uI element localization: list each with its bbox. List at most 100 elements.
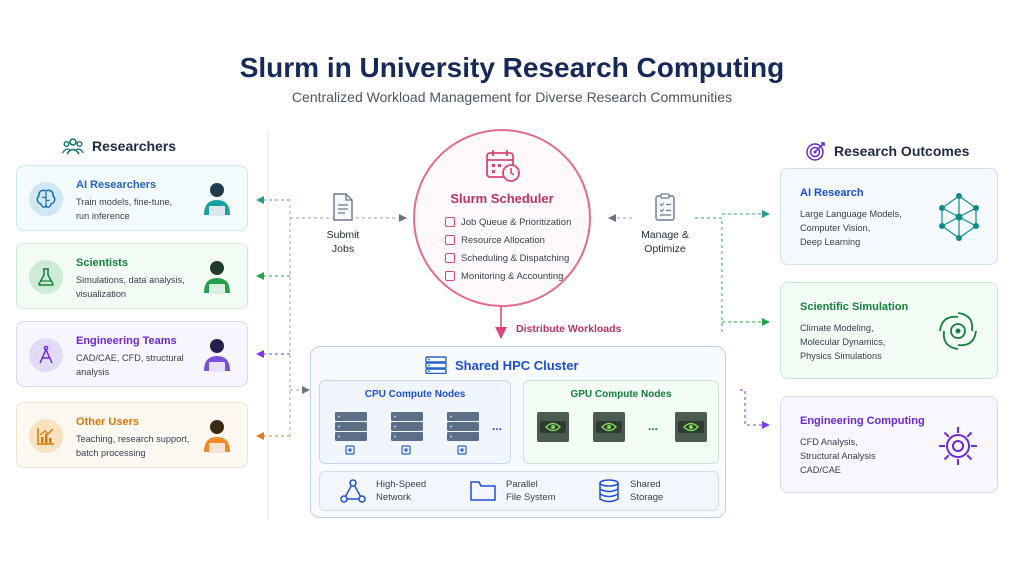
gpu-server-icon: [675, 412, 707, 442]
cpu-server-icon: [447, 412, 479, 455]
group-icon: [62, 138, 84, 155]
card-desc-line2: analysis: [76, 367, 110, 377]
outcomes-heading-label: Research Outcomes: [834, 143, 970, 159]
card-desc-line3: CAD/CAE: [800, 465, 841, 475]
person-icon: [204, 183, 230, 216]
card-title: AI Researchers: [76, 179, 157, 191]
researcher-card-ai[interactable]: AI Researchers Train models, fine-tune, …: [16, 165, 248, 231]
slurm-scheduler[interactable]: Slurm Scheduler Job Queue & Prioritizati…: [413, 129, 591, 307]
scheduler-item: Job Queue & Prioritization: [445, 213, 571, 231]
database-icon: [599, 479, 619, 503]
monitoring-icon: [445, 271, 455, 281]
gpu-more: ...: [648, 419, 659, 433]
manage-label-line2: Optimize: [644, 243, 686, 255]
gear-icon: [939, 427, 977, 465]
researcher-card-engineering[interactable]: Engineering Teams CAD/CAE, CFD, structur…: [16, 321, 248, 387]
manage-label-line1: Manage &: [641, 229, 689, 241]
flask-icon: [29, 260, 63, 294]
card-desc-line1: Climate Modeling,: [800, 323, 874, 333]
neural-network-icon: [939, 193, 979, 241]
card-desc-line1: Train models, fine-tune,: [76, 197, 173, 207]
hpc-cluster[interactable]: Shared HPC Cluster CPU Compute Nodes ...…: [310, 346, 726, 518]
dispatch-icon: [445, 253, 455, 263]
outcomes-heading: Research Outcomes: [806, 141, 969, 161]
server-rack-icon: [425, 356, 447, 374]
scheduler-item-label: Resource Allocation: [461, 234, 545, 246]
page-subtitle: Centralized Workload Management for Dive…: [291, 89, 733, 105]
researcher-card-scientists[interactable]: Scientists Simulations, data analysis, v…: [16, 243, 248, 309]
folder-icon: [470, 481, 496, 501]
outcome-card-simulation[interactable]: Scientific Simulation Climate Modeling, …: [780, 282, 998, 379]
card-desc-line2: Computer Vision,: [800, 223, 871, 233]
card-title: Engineering Teams: [76, 335, 177, 347]
distribute-workloads-label: Distribute Workloads: [516, 323, 622, 335]
infra-label: Parallel: [506, 479, 538, 490]
cpu-nodes-title: CPU Compute Nodes: [364, 389, 466, 400]
scheduler-item: Resource Allocation: [445, 231, 571, 249]
outcome-card-engineering[interactable]: Engineering Computing CFD Analysis, Stru…: [780, 396, 998, 493]
card-desc-line2: Structural Analysis: [800, 451, 876, 461]
manage-optimize: Manage & Optimize: [634, 193, 696, 256]
person-icon: [204, 339, 230, 372]
card-desc-line1: Simulations, data analysis,: [76, 275, 185, 285]
cluster-title: Shared HPC Cluster: [455, 357, 579, 373]
card-desc-line2: run inference: [76, 211, 130, 221]
person-icon: [204, 261, 230, 294]
submit-jobs: Submit Jobs: [316, 193, 370, 256]
cpu-node: [334, 411, 368, 462]
card-title: Engineering Computing: [800, 415, 925, 427]
researchers-heading-label: Researchers: [92, 138, 177, 154]
submit-label-line1: Submit: [326, 229, 360, 241]
cpu-server-icon: [335, 412, 367, 455]
card-desc-line1: CAD/CAE, CFD, structural: [76, 353, 184, 363]
card-title: Scientists: [76, 257, 128, 269]
researchers-heading: Researchers: [62, 137, 176, 155]
infra-label: Storage: [630, 492, 664, 503]
cpu-more: ...: [492, 419, 503, 433]
scheduler-item-label: Scheduling & Dispatching: [461, 252, 570, 264]
card-desc-line2: visualization: [76, 289, 127, 299]
gpu-server-icon: [537, 412, 569, 442]
gpu-server-icon: [593, 412, 625, 442]
scheduler-item: Scheduling & Dispatching: [445, 249, 571, 267]
brain-icon: [29, 182, 63, 216]
cpu-node: [446, 411, 480, 462]
queue-icon: [445, 217, 455, 227]
scheduler-item-label: Job Queue & Prioritization: [461, 216, 572, 228]
scheduler-title: Slurm Scheduler: [450, 191, 554, 206]
infra-label: Shared: [630, 479, 661, 490]
network-icon: [340, 479, 366, 503]
chart-icon: [29, 419, 63, 453]
submit-label-line2: Jobs: [331, 243, 355, 255]
cpu-node: [390, 411, 424, 462]
researcher-card-other[interactable]: Other Users Teaching, research support, …: [16, 402, 248, 468]
outcome-card-ai[interactable]: AI Research Large Language Models, Compu…: [780, 168, 998, 265]
cluster-header: Shared HPC Cluster: [425, 356, 579, 374]
page-title: Slurm in University Research Computing: [239, 52, 785, 83]
card-desc-line1: CFD Analysis,: [800, 437, 858, 447]
scheduler-item-label: Monitoring & Accounting: [461, 270, 564, 282]
target-icon: [806, 142, 825, 161]
card-desc-line2: Molecular Dynamics,: [800, 337, 886, 347]
scheduler-item: Monitoring & Accounting: [445, 267, 571, 285]
person-icon: [204, 420, 230, 453]
gpu-node: [592, 411, 626, 448]
document-icon: [333, 193, 353, 221]
calendar-clock-icon: [486, 150, 520, 182]
gpu-node: [536, 411, 570, 448]
card-desc-line3: Deep Learning: [800, 237, 861, 247]
gpu-nodes-panel[interactable]: GPU Compute Nodes ...: [523, 380, 719, 464]
scheduler-items: Job Queue & Prioritization Resource Allo…: [445, 213, 571, 285]
gpu-nodes-title: GPU Compute Nodes: [570, 389, 672, 400]
compass-icon: [29, 338, 63, 372]
cpu-nodes-panel[interactable]: CPU Compute Nodes ...: [319, 380, 511, 464]
infra-label: File System: [506, 492, 556, 503]
card-title: Scientific Simulation: [800, 301, 909, 313]
card-title: Other Users: [76, 416, 139, 428]
card-desc-line1: Large Language Models,: [800, 209, 902, 219]
